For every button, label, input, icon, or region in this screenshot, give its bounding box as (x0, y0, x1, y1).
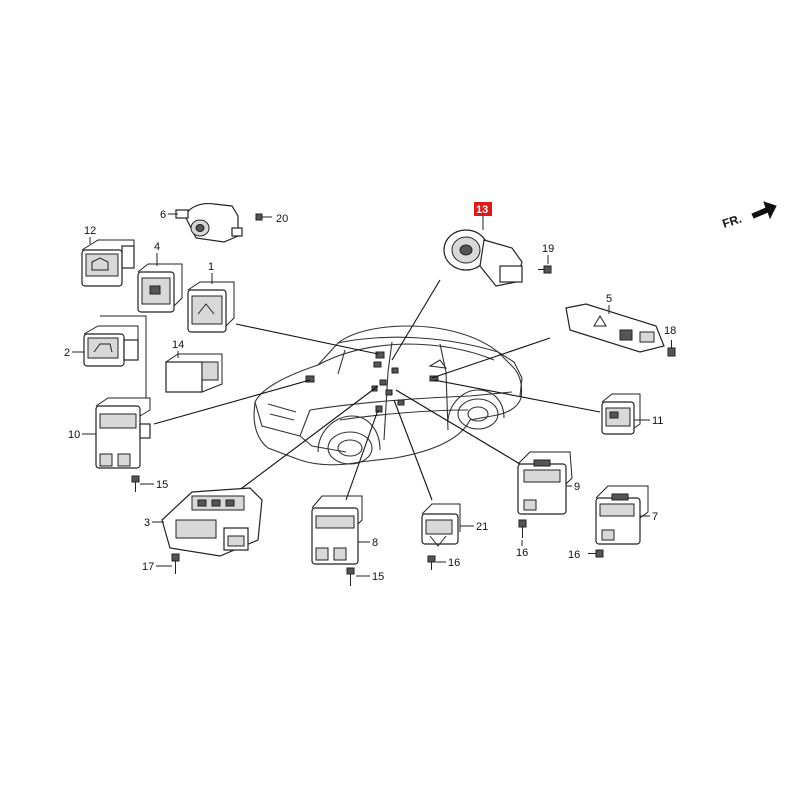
callout-9: 9 (574, 481, 580, 493)
callout-16c: 16 (568, 549, 580, 561)
part-6-switch (175, 203, 243, 243)
part-16a-screw (427, 555, 436, 570)
part-13-engine-switch (443, 229, 523, 287)
callout-17: 17 (142, 561, 154, 573)
part-16b-screw (518, 519, 527, 538)
front-arrow-icon (751, 201, 777, 220)
front-direction-label: FR. (721, 212, 744, 231)
part-2-switch (83, 325, 139, 367)
part-21-switch (421, 503, 461, 547)
callout-labels: 1 2 3 4 5 6 7 8 9 10 11 12 (64, 202, 676, 583)
part-5-hazard-switch (565, 303, 665, 353)
callout-20: 20 (276, 213, 288, 225)
callout-15b: 15 (372, 571, 384, 583)
callout-13-highlight (474, 202, 492, 216)
callout-3: 3 (144, 517, 150, 529)
callout-18: 18 (664, 325, 676, 337)
part-20-screw (255, 213, 272, 221)
callout-15a: 15 (156, 479, 168, 491)
callout-12: 12 (84, 225, 96, 237)
callout-8: 8 (372, 537, 378, 549)
callout-16b: 16 (516, 547, 528, 559)
callout-2: 2 (64, 347, 70, 359)
front-direction-indicator: FR. (721, 201, 777, 231)
part-15a-screw (131, 475, 140, 492)
callout-5: 5 (606, 293, 612, 305)
part-17-screw (171, 553, 180, 574)
callout-6: 6 (160, 209, 166, 221)
callout-16a: 16 (448, 557, 460, 569)
part-4-switch (137, 263, 183, 313)
part-14-cover (165, 353, 223, 393)
callout-11: 11 (652, 415, 663, 427)
callout-14: 14 (172, 339, 184, 351)
part-9-switch (517, 451, 573, 515)
part-7-switch (595, 485, 649, 545)
part-11-switch (601, 393, 641, 435)
part-16c-screw (588, 549, 604, 558)
callout-10: 10 (68, 429, 80, 441)
callout-7: 7 (652, 511, 658, 523)
callout-13: 13 (476, 204, 488, 216)
part-19-screw (538, 265, 552, 274)
part-12-switch (81, 239, 135, 287)
callout-1: 1 (208, 261, 214, 273)
callout-19: 19 (542, 243, 554, 255)
part-8-switch (311, 495, 363, 565)
leader-lines (100, 279, 601, 501)
part-18-screw (667, 340, 676, 357)
part-3-master-switch (161, 487, 263, 557)
callout-4: 4 (154, 241, 160, 253)
part-15b-screw (346, 567, 355, 586)
callout-21: 21 (476, 521, 488, 533)
part-1-switch (187, 281, 235, 333)
part-10-switch (95, 397, 151, 469)
car-switch-markers (305, 351, 439, 413)
